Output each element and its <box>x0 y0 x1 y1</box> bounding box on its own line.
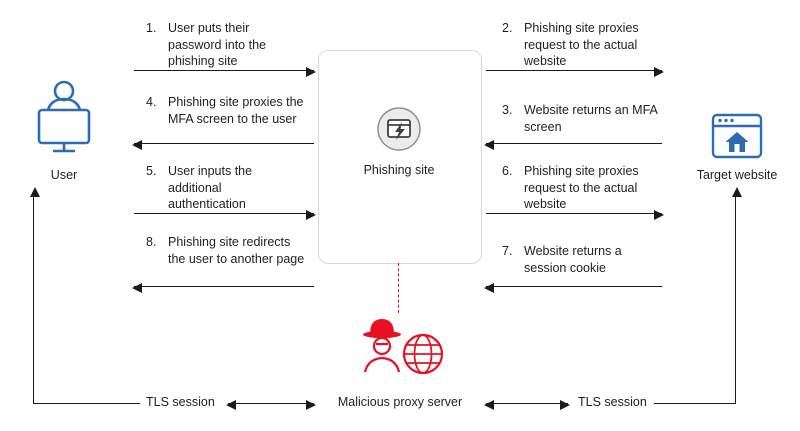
step-6-label: 6. Phishing site proxies request to the … <box>502 163 667 213</box>
step-5-label: 5. User inputs the additional authentica… <box>146 163 296 213</box>
user-label: User <box>50 168 78 182</box>
step-5-number: 5. <box>146 164 157 178</box>
user-icon <box>36 80 92 164</box>
target-tls-line <box>731 187 742 404</box>
step-2-label: 2. Phishing site proxies request to the … <box>502 20 667 70</box>
step-7-number: 7. <box>502 244 513 258</box>
arrow-step-5 <box>134 209 316 220</box>
target-website-label: Target website <box>696 168 778 182</box>
step-3-text: Website returns an MFA screen <box>524 103 658 134</box>
user-tls-line <box>29 187 40 404</box>
step-1-number: 1. <box>146 21 157 35</box>
malicious-proxy-icon <box>356 314 448 376</box>
step-2-number: 2. <box>502 21 513 35</box>
step-6-number: 6. <box>502 164 513 178</box>
target-website-icon <box>711 112 763 160</box>
tls-left-double-arrow <box>226 399 316 410</box>
arrow-step-8 <box>132 282 314 293</box>
step-6-text: Phishing site proxies request to the act… <box>524 164 639 211</box>
step-4-number: 4. <box>146 95 157 109</box>
step-3-number: 3. <box>502 103 513 117</box>
phishing-site-label: Phishing site <box>363 163 435 177</box>
step-8-number: 8. <box>146 235 157 249</box>
target-tls-corner <box>654 403 736 404</box>
step-2-text: Phishing site proxies request to the act… <box>524 21 639 68</box>
step-3-label: 3. Website returns an MFA screen <box>502 102 662 135</box>
tls-session-left-label: TLS session <box>146 395 215 409</box>
user-tls-corner <box>33 403 140 404</box>
step-4-label: 4. Phishing site proxies the MFA screen … <box>146 94 308 127</box>
phishing-site-icon <box>376 106 422 152</box>
arrow-step-7 <box>484 282 662 293</box>
tls-session-right-label: TLS session <box>578 395 647 409</box>
step-8-label: 8. Phishing site redirects the user to a… <box>146 234 311 267</box>
step-1-text: User puts their password into the phishi… <box>168 21 266 68</box>
arrow-step-6 <box>486 209 664 220</box>
step-7-label: 7. Website returns a session cookie <box>502 243 662 276</box>
step-7-text: Website returns a session cookie <box>524 244 622 275</box>
step-4-text: Phishing site proxies the MFA screen to … <box>168 95 304 126</box>
proxy-link-dashed-line <box>398 263 399 313</box>
malicious-proxy-label: Malicious proxy server <box>337 395 463 409</box>
arrow-step-4 <box>132 139 314 150</box>
arrow-step-3 <box>484 139 662 150</box>
phishing-site-box <box>318 50 482 264</box>
step-8-text: Phishing site redirects the user to anot… <box>168 235 305 266</box>
step-5-text: User inputs the additional authenticatio… <box>168 164 253 211</box>
step-1-label: 1. User puts their password into the phi… <box>146 20 298 70</box>
arrow-step-2 <box>486 66 664 77</box>
arrow-step-1 <box>134 66 316 77</box>
tls-right-double-arrow <box>484 399 570 410</box>
